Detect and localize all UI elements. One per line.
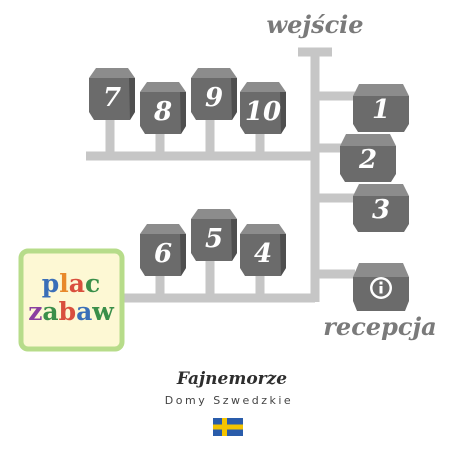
playground-letter: c [85, 269, 100, 298]
house-side [129, 78, 135, 120]
house-1[interactable]: 1 [353, 84, 409, 132]
reception-label: recepcja [323, 312, 436, 341]
house-number: 10 [245, 97, 281, 127]
house-side [231, 219, 237, 261]
house-side [180, 234, 186, 276]
house-number: 8 [153, 97, 172, 127]
house-side [231, 78, 237, 120]
house-number: 6 [154, 239, 172, 269]
playground-letter: a [42, 297, 58, 326]
house-body [353, 196, 409, 232]
house-number: 3 [372, 195, 390, 225]
house-4[interactable]: 4 [240, 224, 286, 276]
playground-letter: a [69, 269, 85, 298]
house-side [180, 92, 186, 134]
house-side [280, 92, 286, 134]
house-roof [353, 84, 409, 96]
house-9[interactable]: 9 [191, 68, 237, 120]
house-6[interactable]: 6 [140, 224, 186, 276]
house-roof [340, 134, 396, 146]
house-roof [140, 224, 186, 234]
sweden-flag-icon [213, 418, 243, 436]
info-icon [370, 277, 392, 299]
house-roof [353, 184, 409, 196]
footer-subtitle: Domy Szwedzkie [165, 394, 293, 407]
house-roof [191, 209, 237, 219]
playground-line2: zabaw [28, 297, 115, 326]
house-body [140, 234, 186, 276]
house-body [340, 146, 396, 182]
house-body [191, 219, 237, 261]
house-3[interactable]: 3 [353, 184, 409, 232]
house-number: 5 [205, 224, 223, 254]
houses-group: 7 8 9 10 6 5 4 1 2 3 [89, 68, 409, 276]
house-body [353, 96, 409, 132]
house-5[interactable]: 5 [191, 209, 237, 261]
house-side [280, 234, 286, 276]
house-roof [140, 82, 186, 92]
house-8[interactable]: 8 [140, 82, 186, 134]
house-7[interactable]: 7 [89, 68, 135, 120]
playground-letter: b [59, 297, 76, 326]
playground-box [18, 248, 125, 352]
playground-letter: l [59, 269, 69, 298]
house-roof [240, 82, 286, 92]
house-roof [89, 68, 135, 78]
footer-title: Fajnemorze [176, 369, 287, 389]
house-roof [240, 224, 286, 234]
house-number: 9 [205, 83, 223, 113]
playground-letter: z [28, 297, 42, 326]
reception-building[interactable] [353, 263, 409, 311]
playground-letter: w [91, 297, 115, 326]
house-2[interactable]: 2 [340, 134, 396, 182]
house-number: 7 [103, 83, 121, 113]
house-number: 1 [372, 95, 390, 125]
house-body [240, 92, 286, 134]
reception-top [353, 263, 409, 277]
house-roof [191, 68, 237, 78]
house-body [140, 92, 186, 134]
playground[interactable]: plac zabaw [18, 248, 125, 352]
house-body [240, 234, 286, 276]
entrance-label: wejście [266, 10, 363, 39]
playground-letter: p [42, 269, 59, 298]
playground-letter: a [76, 297, 92, 326]
house-body [191, 78, 237, 120]
house-body [89, 78, 135, 120]
house-10[interactable]: 10 [240, 82, 286, 134]
house-number: 4 [254, 239, 272, 269]
house-number: 2 [358, 145, 377, 175]
playground-line1: plac [42, 269, 100, 298]
